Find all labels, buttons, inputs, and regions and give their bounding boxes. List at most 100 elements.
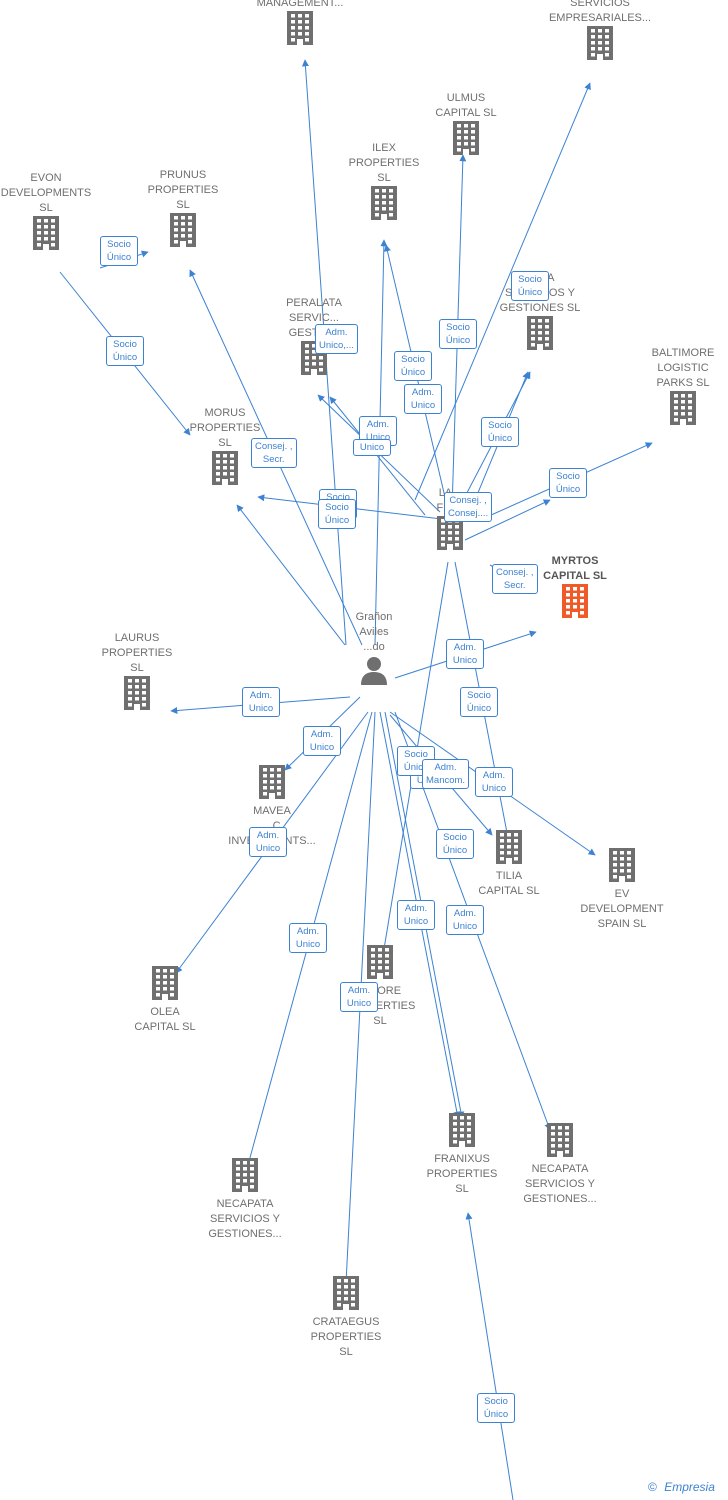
- relation-label[interactable]: Socio Único: [549, 468, 587, 498]
- relation-label[interactable]: Socio Único: [481, 417, 519, 447]
- relation-label[interactable]: Adm. Unico: [289, 923, 327, 953]
- node-tilia[interactable]: TILIA CAPITAL SL: [449, 830, 569, 899]
- relation-label[interactable]: Consej. , Secr.: [251, 438, 297, 468]
- node-person[interactable]: Grañon Aviles ...do: [314, 610, 434, 690]
- relation-label[interactable]: Adm. Unico: [249, 827, 287, 857]
- node-label: EVON DEVELOPMENTS SL: [0, 172, 92, 214]
- relation-label[interactable]: Consej. , Secr.: [492, 564, 538, 594]
- building-icon: [152, 966, 178, 1000]
- building-icon: [170, 213, 196, 247]
- node-mipatana[interactable]: MIPATANA SERVICIOS EMPRESARIALES...: [540, 0, 660, 65]
- relation-label[interactable]: Socio Único: [436, 829, 474, 859]
- relation-label[interactable]: Adm. Unico: [446, 639, 484, 669]
- relation-label[interactable]: Adm. Unico: [446, 905, 484, 935]
- node-icon-wrap: [77, 676, 197, 715]
- footer-brand: © Empresia: [648, 1480, 715, 1494]
- node-label: NECAPATA SERVICIOS Y GESTIONES...: [523, 1163, 597, 1205]
- building-icon: [287, 11, 313, 45]
- relation-label[interactable]: Consej. , Consej....: [444, 492, 493, 522]
- node-icon-wrap: [165, 451, 285, 490]
- building-icon: [453, 121, 479, 155]
- relation-label[interactable]: Socio Único: [394, 351, 432, 381]
- relation-label[interactable]: Adm. Mancom.: [422, 759, 470, 789]
- building-icon: [124, 676, 150, 710]
- building-icon: [371, 186, 397, 220]
- node-label: PERALATA SERVIC... GESTIO...: [286, 297, 342, 339]
- node-label: BALTIMORE LOGISTIC PARKS SL: [651, 347, 715, 389]
- node-label: MORUS PROPERTIES SL: [189, 407, 261, 449]
- relation-label[interactable]: Socio Único: [439, 319, 477, 349]
- node-label: MIPATANA SERVICIOS EMPRESARIALES...: [548, 0, 652, 24]
- node-icon-wrap: [314, 655, 434, 690]
- node-icon-wrap: [212, 765, 332, 804]
- node-label: ...MORE PROPERTIES SL: [344, 985, 416, 1027]
- brand-name: Empresia: [664, 1480, 715, 1494]
- node-label: EV DEVELOPMENT SPAIN SL: [580, 888, 664, 930]
- building-icon: [212, 451, 238, 485]
- node-icon-wrap: [123, 213, 243, 252]
- node-label: FRANIXUS PROPERTIES SL: [426, 1153, 498, 1195]
- relation-label[interactable]: Socio Único: [318, 499, 356, 529]
- node-icon-wrap: [320, 945, 440, 984]
- building-icon: [547, 1123, 573, 1157]
- relation-label[interactable]: Adm. Unico: [242, 687, 280, 717]
- node-icon-wrap: [185, 1158, 305, 1197]
- node-franixus[interactable]: FRANIXUS PROPERTIES SL: [402, 1113, 522, 1197]
- node-crataegus[interactable]: CRATAEGUS PROPERTIES SL: [286, 1276, 406, 1360]
- relation-label[interactable]: Adm. Unico: [404, 384, 442, 414]
- node-icon-wrap: [286, 1276, 406, 1315]
- node-label: PRUNUS PROPERTIES SL: [147, 169, 219, 211]
- node-ev-dev[interactable]: EV DEVELOPMENT SPAIN SL: [562, 848, 682, 932]
- building-icon: [562, 584, 588, 618]
- node-label: LAURUS PROPERTIES SL: [101, 632, 173, 674]
- node-icon-wrap: [0, 216, 106, 255]
- relation-label[interactable]: Socio Único: [511, 271, 549, 301]
- building-icon: [527, 316, 553, 350]
- node-label: MYRTOS CAPITAL SL: [543, 555, 607, 582]
- node-baltimore-logistic[interactable]: BALTIMORE LOGISTIC PARKS SL: [623, 346, 728, 430]
- node-icon-wrap: [240, 11, 360, 50]
- node-myrtos[interactable]: MYRTOS CAPITAL SL: [515, 554, 635, 623]
- node-icon-wrap: [324, 186, 444, 225]
- building-icon: [33, 216, 59, 250]
- node-ilex[interactable]: ILEX PROPERTIES SL: [324, 141, 444, 225]
- relation-edge: [465, 1212, 514, 1500]
- relation-edge: [329, 396, 426, 516]
- node-label: Grañon Aviles ...do: [355, 611, 393, 653]
- node-baltimore-prop[interactable]: ...MORE PROPERTIES SL: [320, 945, 440, 1029]
- relation-edge: [464, 499, 551, 541]
- relation-label[interactable]: Adm. Unico: [397, 900, 435, 930]
- node-icon-wrap: [623, 391, 728, 430]
- building-icon: [259, 765, 285, 799]
- node-management[interactable]: MANAGEMENT...: [240, 0, 360, 50]
- building-icon: [587, 26, 613, 60]
- relation-label[interactable]: Adm. Unico: [475, 767, 513, 797]
- building-icon: [367, 945, 393, 979]
- relation-label[interactable]: Adm. Unico: [303, 726, 341, 756]
- relation-label[interactable]: Unico: [353, 439, 391, 456]
- node-necapata-r[interactable]: NECAPATA SERVICIOS Y GESTIONES...: [500, 1123, 620, 1207]
- node-prunus[interactable]: PRUNUS PROPERTIES SL: [123, 168, 243, 252]
- node-peralata[interactable]: PERALATA SERVIC... GESTIO...: [254, 296, 374, 380]
- relation-label[interactable]: Adm. Unico,...: [315, 324, 358, 354]
- node-morus[interactable]: MORUS PROPERTIES SL: [165, 406, 285, 490]
- node-icon-wrap: [500, 1123, 620, 1162]
- node-laurus[interactable]: LAURUS PROPERTIES SL: [77, 631, 197, 715]
- copyright-symbol: ©: [648, 1480, 657, 1494]
- node-necapata-l[interactable]: NECAPATA SERVICIOS Y GESTIONES...: [185, 1158, 305, 1242]
- relation-label[interactable]: Socio Único: [100, 236, 138, 266]
- relation-label[interactable]: Socio Único: [477, 1393, 515, 1423]
- node-olea[interactable]: OLEA CAPITAL SL: [105, 966, 225, 1035]
- building-icon: [333, 1276, 359, 1310]
- relation-label[interactable]: Socio Único: [460, 687, 498, 717]
- relation-label[interactable]: Socio Único: [106, 336, 144, 366]
- building-icon: [609, 848, 635, 882]
- node-evon[interactable]: EVON DEVELOPMENTS SL: [0, 171, 106, 255]
- relation-edge: [414, 82, 591, 501]
- node-ulmus[interactable]: ULMUS CAPITAL SL: [406, 91, 526, 160]
- building-icon: [449, 1113, 475, 1147]
- node-label: NECAPATA SERVICIOS Y GESTIONES...: [208, 1198, 282, 1240]
- node-label: OLEA CAPITAL SL: [134, 1006, 196, 1033]
- relation-label[interactable]: Adm. Unico: [340, 982, 378, 1012]
